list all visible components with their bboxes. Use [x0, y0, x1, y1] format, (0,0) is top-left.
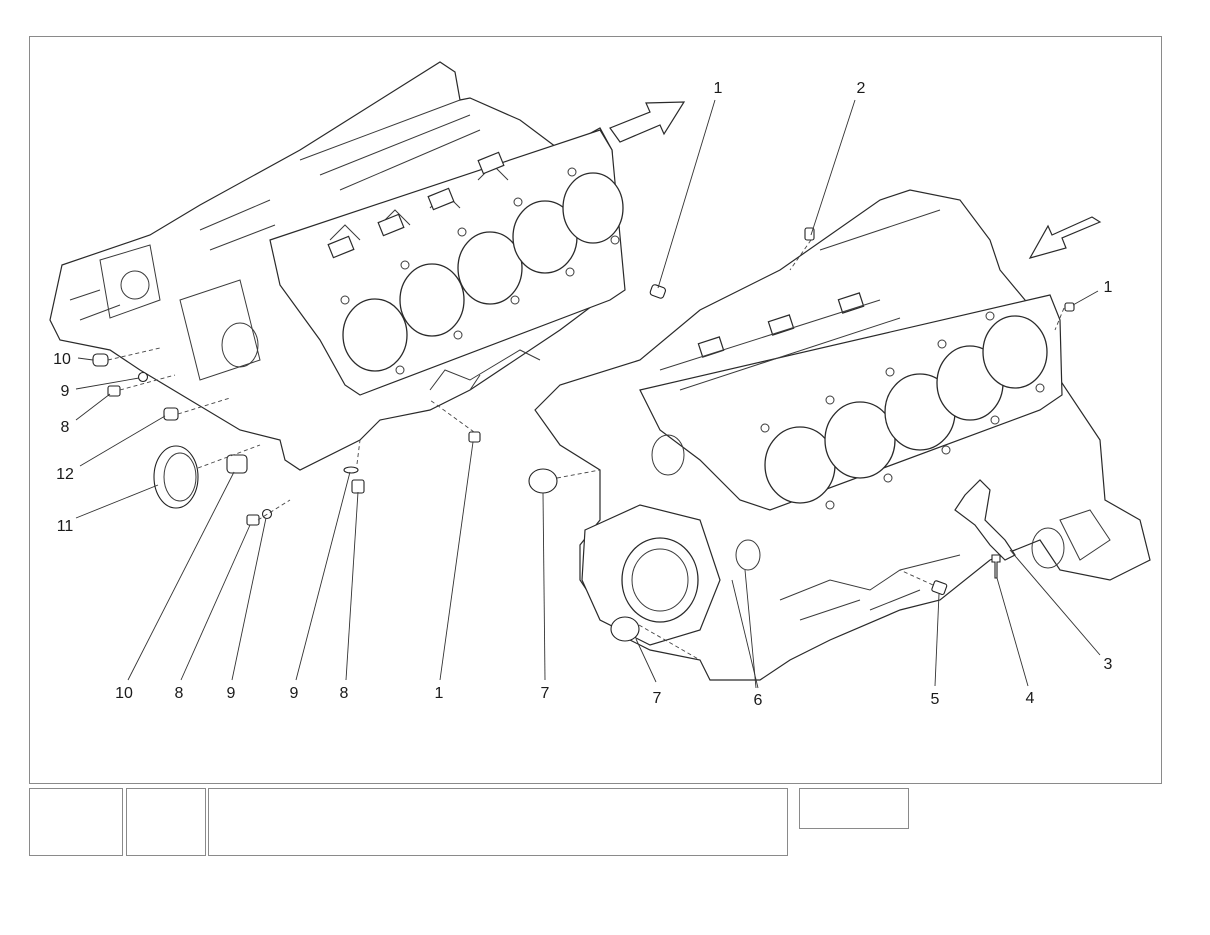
callout-1: 1 [714, 80, 723, 97]
callout-8: 8 [175, 685, 184, 702]
callout-12: 12 [56, 466, 74, 483]
callout-7: 7 [541, 685, 550, 702]
callout-11: 11 [57, 518, 74, 535]
left-engine-block [49, 61, 626, 471]
assembly-dashed-lines [107, 239, 1065, 661]
callout-4: 4 [1026, 690, 1035, 707]
callout-8: 8 [61, 419, 70, 436]
title-block-cell-1 [29, 788, 123, 856]
callout-labels: 1 2 1 10 9 8 12 11 10 8 9 9 8 1 7 7 6 5 … [53, 80, 1112, 709]
title-block-cell-2 [126, 788, 206, 856]
callout-9: 9 [227, 685, 236, 702]
callout-10: 10 [53, 351, 71, 368]
callout-7: 7 [653, 690, 662, 707]
callout-10: 10 [115, 685, 133, 702]
callout-9: 9 [290, 685, 299, 702]
callout-9: 9 [61, 383, 70, 400]
right-engine-block [534, 189, 1151, 681]
callout-8: 8 [340, 685, 349, 702]
leader-lines [75, 99, 1101, 689]
title-block-cell-3 [208, 788, 788, 856]
direction-arrow-right [1028, 216, 1102, 259]
small-parts [92, 227, 1075, 642]
callout-1: 1 [1104, 279, 1113, 296]
callout-5: 5 [931, 691, 940, 708]
title-block-cell-4 [799, 788, 909, 829]
callout-1: 1 [435, 685, 444, 702]
callout-2: 2 [857, 80, 866, 97]
direction-arrow-left [609, 101, 686, 143]
callout-6: 6 [754, 692, 763, 709]
callout-3: 3 [1104, 656, 1113, 673]
